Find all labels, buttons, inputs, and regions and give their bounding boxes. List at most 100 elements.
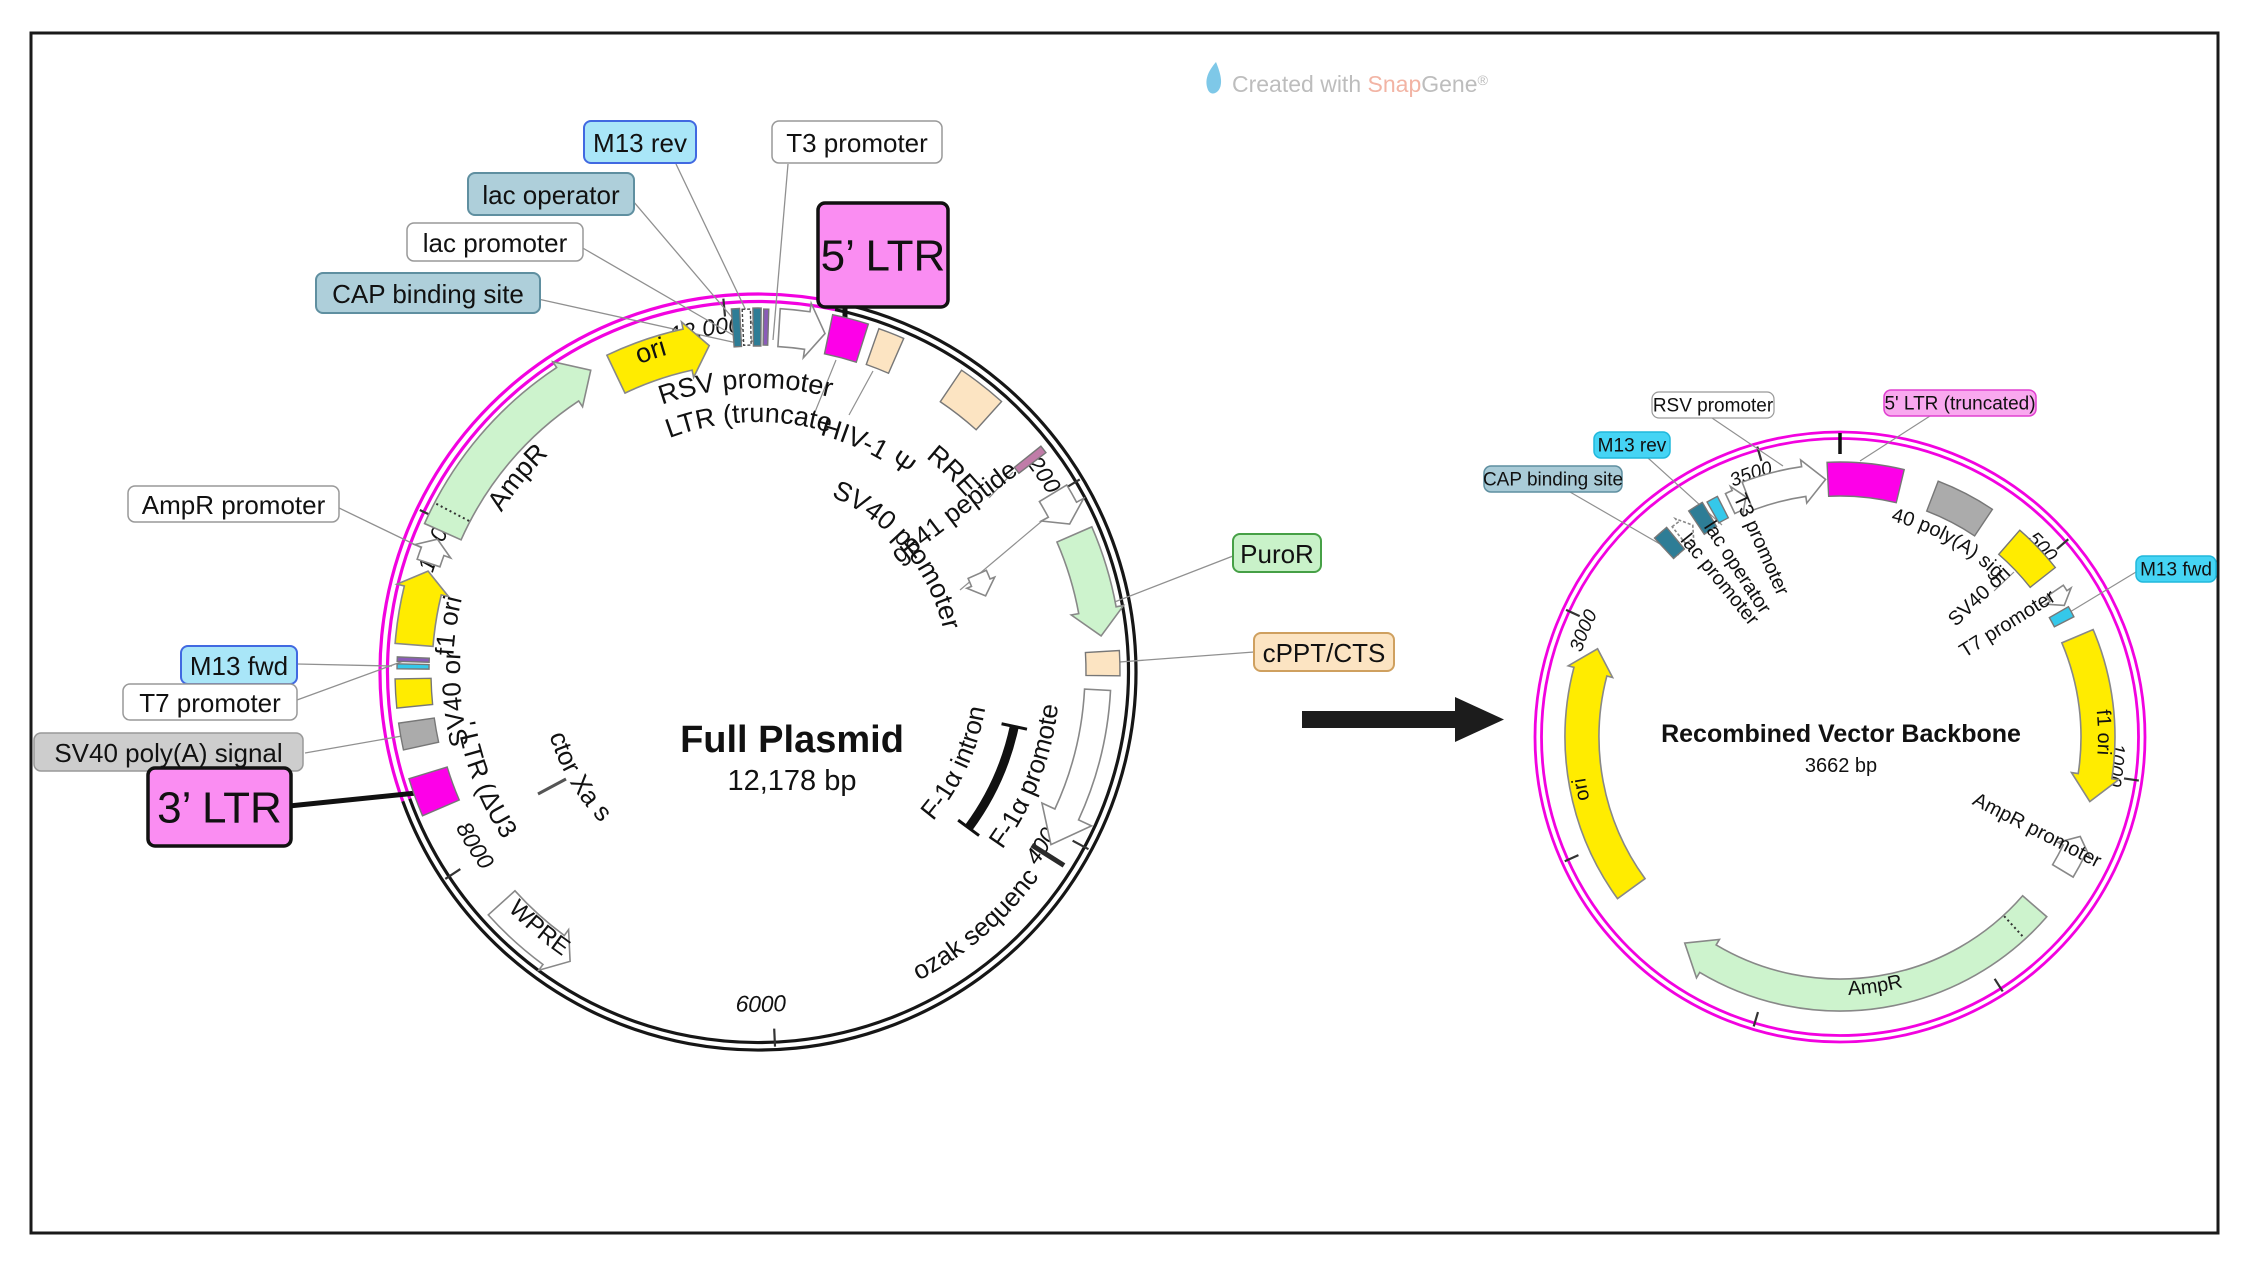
ampr-arrow (1683, 894, 2048, 1012)
callout-box-puror (1232, 533, 1322, 573)
feature-label-ori: ori (1568, 777, 1594, 803)
snapgene-logo-icon (1206, 62, 1222, 94)
callout-label-m13-rev: M13 rev (593, 128, 687, 158)
figure-border (29, 31, 2220, 1235)
callout-box-lac-promoter (406, 222, 584, 262)
cap-binding-site-marker (1653, 526, 1686, 560)
callout-label-cap-binding-site: CAP binding site (1483, 470, 1623, 491)
callout-box-m13-rev (1593, 431, 1671, 459)
tick-3000 (1565, 608, 1581, 618)
callout-box-m13-rev (583, 120, 697, 164)
ampr-signal-divider (434, 502, 470, 522)
recombined-vector-backbone-callouts: RSV promoter 5' LTR (truncated) M13 revCAP… (1483, 389, 2217, 583)
ring-line (385, 299, 836, 800)
watermark-text: Created with SnapGene® (1232, 71, 1489, 97)
leader-line (814, 359, 837, 413)
ori-arrow (1564, 647, 1647, 900)
feature-label-ampr-promoter: AmpR promoter (1969, 789, 2105, 873)
rsv-promoter-arrow (1741, 458, 1827, 512)
rsv-promoter-arrow (777, 300, 826, 361)
lac-operator-marker (752, 307, 762, 347)
ori-arrow (605, 319, 711, 395)
full-plasmid-title: Full Plasmid (680, 719, 904, 761)
callout-m13-fwd: M13 fwd (180, 645, 298, 685)
full-plasmid-features (394, 300, 1126, 972)
ring-line (1533, 430, 2147, 1044)
callout-label-sv40-poly-a-signal: SV40 poly(A) signal (54, 738, 282, 768)
callout-lac-promoter: lac promoter (406, 222, 584, 262)
ampr-promoter-arrow (2051, 835, 2092, 879)
callout-label-lac-operator: lac operator (482, 180, 620, 210)
m13-fwd-marker (396, 663, 430, 670)
leader-line (580, 246, 746, 343)
callout-m13-rev: M13 rev (583, 120, 697, 164)
callout-t7-promoter: T7 promoter (122, 683, 298, 721)
callout-sv40-poly-a-signal: SV40 poly(A) signal (33, 732, 304, 772)
callout-box-m13-fwd (2135, 555, 2217, 583)
leader-line (848, 370, 874, 416)
tick-500 (2056, 538, 2069, 550)
leader-line (288, 788, 437, 809)
callout-label-cap-binding-site: CAP binding site (332, 279, 524, 309)
ef-1a-intron-a-arc-endbar (1001, 722, 1028, 731)
kozak-tick (1030, 843, 1066, 868)
arrow-shaft (1302, 711, 1455, 728)
leader-line (296, 658, 410, 701)
f1-ori-arrow (2060, 628, 2121, 803)
ef-1a-promoter-arrow (1040, 688, 1112, 846)
callout-5-ltr-truncated: 5' LTR (truncated) (1883, 389, 2037, 417)
tick-4000 (1072, 839, 1090, 851)
leader-line (1711, 417, 1784, 467)
leader-line (537, 298, 738, 344)
callout-box-cap-binding-site (315, 272, 541, 314)
gp41-peptide-marker (1013, 445, 1047, 475)
recombined-vector-backbone-size-label: 3662 bp (1805, 755, 1877, 777)
feature-label-hiv-1: HIV-1 Ψ (818, 412, 921, 482)
leader-line (336, 506, 425, 550)
leader-line (1111, 555, 1234, 604)
callout-label-ampr-promoter: AmpR promoter (142, 490, 326, 520)
callout-box-ampr-promoter (127, 485, 340, 523)
callout-box-lac-operator (467, 172, 635, 216)
t3-promoter-arrow (1724, 484, 1747, 518)
callout-label-rsv-promoter: RSV promoter (1653, 396, 1774, 417)
callout-label-t7-promoter: T7 promoter (139, 688, 281, 718)
ampr-arrow (423, 360, 592, 541)
lac-operator-marker (1687, 501, 1718, 536)
callout-label-5-ltr-truncated: 5' LTR (truncated) (1884, 394, 2035, 415)
callout-cap-binding-site: CAP binding site (315, 272, 541, 314)
sv40-promoter-label-arrow (964, 569, 997, 597)
callout-lac-operator: lac operator (467, 172, 635, 216)
rre-box (939, 369, 1003, 431)
puror-arrow (1055, 525, 1126, 638)
recombined-vector-backbone-center-text: Recombined Vector Backbone 3662 bp (1661, 720, 2021, 777)
callout-m13-rev: M13 rev (1593, 431, 1671, 459)
cap-binding-site-marker (730, 307, 743, 348)
recombined-vector-backbone-title: Recombined Vector Backbone (1661, 720, 2021, 748)
callout-label-t3-promoter: T3 promoter (786, 128, 928, 158)
leader-line (1105, 651, 1255, 664)
sv40-ori-box (394, 677, 434, 709)
wpre-arrow (487, 889, 571, 972)
leader-line (304, 732, 420, 754)
ef-1a-intron-a-arc (964, 725, 1019, 831)
ring-line (408, 308, 1131, 1045)
callout-m13-fwd: M13 fwd (2135, 555, 2217, 583)
ampr-promoter-arrow (411, 538, 453, 568)
callout-label-5-ltr: 5’ LTR (821, 232, 946, 281)
leader-line (772, 163, 789, 341)
5-ltr-truncated-box (823, 313, 870, 364)
leader-line (1993, 571, 2015, 592)
ef-1a-intron-a-arc-endbar (957, 818, 980, 837)
recombination-arrow (1302, 697, 1504, 742)
full-plasmid-backbone-ring (378, 292, 1138, 1052)
callout-cap-binding-site: CAP binding site (1483, 465, 1623, 493)
full-plasmid-size-label: 12,178 bp (727, 765, 856, 797)
sv40-polya-box (1925, 480, 1994, 537)
callout-label-cppt-cts: cPPT/CTS (1263, 638, 1386, 668)
lac-promoter-marker (741, 308, 752, 347)
f1-ori-arrow (394, 570, 451, 648)
